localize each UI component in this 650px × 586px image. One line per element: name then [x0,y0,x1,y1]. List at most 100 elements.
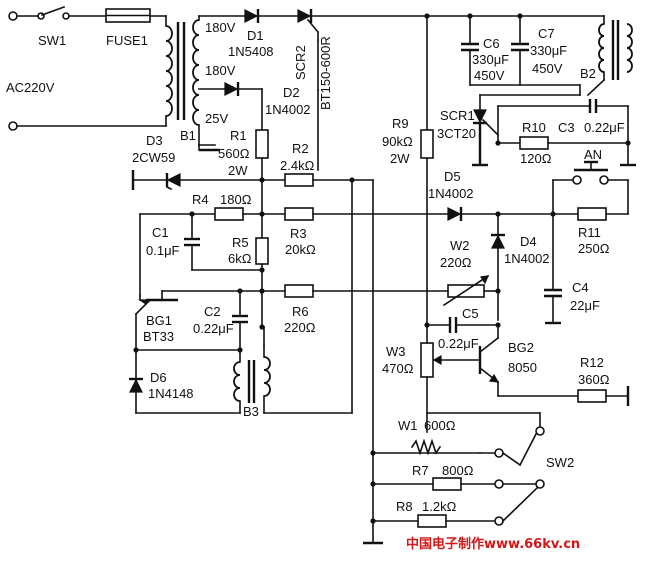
label-r9-val: 90kΩ [382,134,413,149]
resistor-r4 [214,207,244,221]
diode-d5 [447,207,579,221]
label-25v: 25V [205,111,228,126]
sw1-contact-b [62,12,70,20]
label-d6: D6 [150,370,167,385]
label-r3-val: 20kΩ [285,242,316,257]
label-c2: C2 [204,304,221,319]
label-fuse1: FUSE1 [106,33,148,48]
label-d2: D2 [283,85,300,100]
resistor-r6 [284,284,314,298]
label-r5-val: 6kΩ [228,251,252,266]
label-180v-top: 180V [205,20,236,35]
resistor-r11 [577,207,607,221]
ujt-bg1 [134,290,286,379]
label-r9-w: 2W [390,151,410,166]
label-r8-val: 1.2kΩ [422,499,457,514]
label-c7-val: 330μF [530,43,567,58]
label-an: AN [584,147,602,162]
capacitor-c7 [511,15,529,86]
label-r12: R12 [580,355,604,370]
label-r10: R10 [522,120,546,135]
label-c2-val: 0.22μF [193,321,234,336]
label-d5-part: 1N4002 [428,186,474,201]
label-w2-val: 220Ω [440,255,472,270]
capacitor-c4 [544,213,562,325]
label-scr1-part: 3CT20 [437,126,476,141]
label-d1-part: 1N5408 [228,44,274,59]
potentiometer-w1 [410,438,442,456]
label-r1: R1 [230,128,247,143]
label-w2: W2 [450,238,470,253]
label-r12-val: 360Ω [578,372,610,387]
label-180v-mid: 180V [205,63,236,78]
resistor-r12 [577,389,607,403]
w2-wiper-arrow [442,274,490,307]
label-b2: B2 [580,66,596,81]
resistor-r9 [420,129,434,159]
label-c6-val: 330μF [472,52,509,67]
capacitor-c1 [184,213,263,271]
label-r2: R2 [292,141,309,156]
resistor-r7 [432,477,462,491]
label-bg1: BG1 [146,313,172,328]
label-ac220v: AC220V [6,80,55,95]
label-r1-val: 560Ω [218,146,250,161]
label-c7: C7 [538,26,555,41]
potentiometer-w3 [420,342,434,378]
label-b3: B3 [243,404,259,419]
label-r1-w: 2W [228,163,248,178]
label-r7: R7 [412,463,429,478]
label-bg1-part: BT33 [143,329,174,344]
resistor-r2 [284,173,314,187]
terminal-ac-top [8,11,18,21]
resistor-r1 [255,129,269,159]
diode-d6 [129,377,241,414]
label-scr1: SCR1 [440,108,475,123]
label-d6-part: 1N4148 [148,386,194,401]
scr1 [472,94,500,167]
label-w3: W3 [386,344,406,359]
label-sw2: SW2 [546,455,574,470]
label-r4: R4 [192,192,209,207]
label-c5-val: 0.22μF [438,336,479,351]
label-w3-val: 470Ω [382,361,414,376]
label-r4-val: 180Ω [220,192,252,207]
transformer-b2 [479,15,633,97]
label-r5: R5 [232,235,249,250]
label-c1: C1 [152,225,169,240]
label-scr2-part: BT150-600R [318,36,333,110]
label-d5: D5 [444,169,461,184]
diode-d1 [244,9,299,23]
label-r11: R11 [578,225,601,240]
scr2 [297,9,605,41]
diode-d2 [224,82,263,131]
label-scr2: SCR2 [293,45,308,80]
pushbutton-an [552,160,629,185]
label-r7-val: 800Ω [442,463,474,478]
label-r6-val: 220Ω [284,320,316,335]
label-d4-part: 1N4002 [504,251,550,266]
resistor-r5 [255,237,269,265]
label-r9: R9 [392,116,409,131]
label-c6-v: 450V [474,68,505,83]
label-w1-val: 600Ω [424,418,456,433]
label-sw1: SW1 [38,33,66,48]
label-c3: C3 [558,120,575,135]
label-bg2-part: 8050 [508,360,537,375]
label-r3: R3 [290,226,307,241]
label-r8: R8 [396,499,413,514]
label-c6: C6 [483,36,500,51]
label-r2-val: 2.4kΩ [280,158,315,173]
label-d3: D3 [146,133,163,148]
capacitor-c2 [232,290,248,351]
zener-d3 [131,170,263,191]
capacitor-c6 [461,15,479,86]
diode-d4 [491,213,505,321]
transistor-bg2 [478,324,500,397]
sw1-blade [40,5,66,17]
terminal-ac-bottom [8,121,18,131]
label-d2-part: 1N4002 [265,102,311,117]
resistor-r3 [284,207,314,221]
